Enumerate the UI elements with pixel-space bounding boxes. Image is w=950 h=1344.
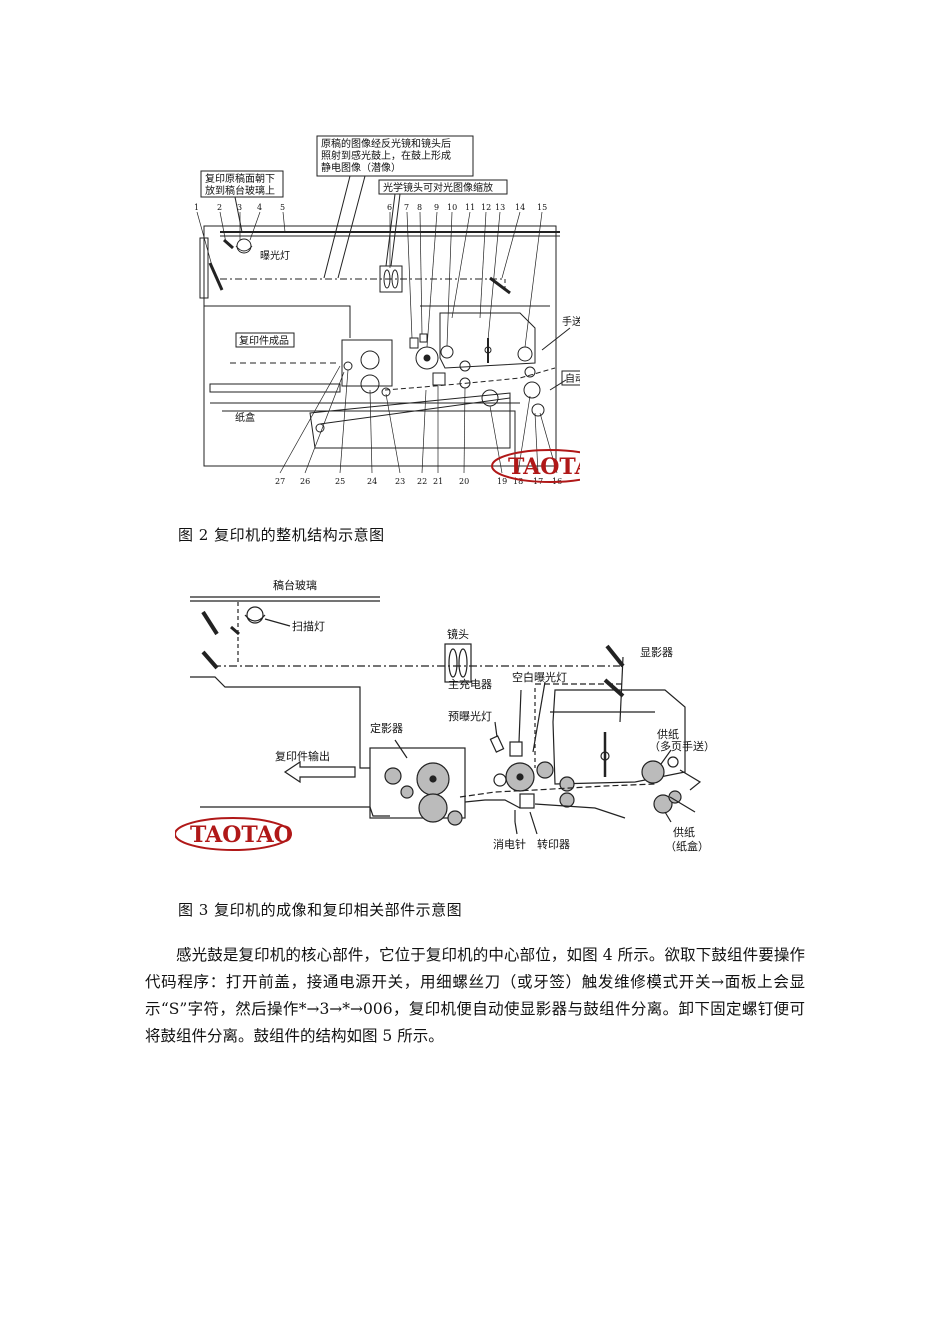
- part-number: 3: [237, 203, 242, 212]
- part-number: 6: [387, 203, 392, 212]
- label-paper-feed-multi-1: 供纸: [657, 727, 679, 741]
- part-number: 11: [465, 203, 475, 212]
- part-number: 25: [335, 477, 345, 486]
- callout-image-line1: 原稿的图像经反光镜和镜头后: [321, 137, 451, 150]
- imaging-components-diagram: 稿台玻璃 扫描灯 镜头 显影器 空白曝光灯 主充电器 预曝光灯 定影器 复印件输…: [175, 578, 715, 853]
- label-paper-feed-multi-2: （多页手送）: [649, 739, 715, 753]
- bottom-part-numbers: 27 26 25 24 23 22 21 20 19 18 17 16: [275, 477, 562, 486]
- part-number: 21: [433, 477, 443, 486]
- label-pre-exposure-lamp: 预曝光灯: [448, 709, 492, 723]
- part-number: 27: [275, 477, 285, 486]
- svg-text:TAOTAO: TAOTAO: [508, 454, 580, 480]
- part-number: 5: [280, 203, 285, 212]
- taotao-watermark-logo: TAOTAO: [491, 449, 580, 483]
- part-number: 22: [417, 477, 427, 486]
- part-number: 10: [447, 203, 457, 212]
- label-copy-out: 复印件输出: [275, 749, 330, 763]
- label-discharge-needle: 消电针: [493, 837, 526, 851]
- label-transfer: 转印器: [537, 837, 570, 851]
- part-number: 1: [194, 203, 199, 212]
- figure2-caption: 图 2 复印机的整机结构示意图: [178, 526, 385, 544]
- label-paper-feed-tray-1: 供纸: [673, 825, 695, 839]
- part-number: 20: [459, 477, 469, 486]
- part-number: 8: [417, 203, 422, 212]
- part-number: 18: [513, 477, 523, 486]
- auto-feed-label-box: 自动输纸: [561, 370, 580, 386]
- label-paper-feed-tray-2: （纸盒）: [665, 839, 709, 853]
- svg-text:TAOTAO: TAOTAO: [190, 822, 293, 848]
- label-paper-tray: 纸盒: [235, 411, 255, 424]
- body-paragraph: 感光鼓是复印机的核心部件，它位于复印机的中心部位，如图 4 所示。欲取下鼓组件要…: [145, 946, 805, 1045]
- label-platen-glass: 稿台玻璃: [273, 578, 317, 592]
- part-number: 19: [497, 477, 507, 486]
- label-blank-lamp: 空白曝光灯: [512, 670, 567, 684]
- label-main-charger: 主充电器: [448, 677, 492, 691]
- top-part-numbers: 1 2 3 4 5 6 7 8 9 10 11 12 13 14 15: [194, 203, 547, 212]
- copier-structure-diagram: 复印原稿面朝下 放到稿台玻璃上 原稿的图像经反光镜和镜头后 照射到感光鼓上，在鼓…: [194, 135, 580, 486]
- figure3-caption: 图 3 复印机的成像和复印相关部件示意图: [178, 901, 463, 919]
- callout-image-line2: 照射到感光鼓上，在鼓上形成: [321, 149, 451, 162]
- part-number: 2: [217, 203, 222, 212]
- callout-original-line2: 放到稿台玻璃上: [205, 184, 275, 197]
- label-auto-feed: 自动输纸: [565, 372, 580, 385]
- label-copy-output: 复印件成品: [239, 334, 289, 347]
- copy-output-label-box: 复印件成品: [235, 332, 295, 348]
- part-number: 9: [434, 203, 439, 212]
- part-number: 26: [300, 477, 310, 486]
- part-number: 15: [537, 203, 547, 212]
- part-number: 23: [395, 477, 405, 486]
- label-exposure-lamp: 曝光灯: [260, 249, 290, 262]
- part-number: 24: [367, 477, 377, 486]
- part-number: 12: [481, 203, 491, 212]
- label-manual-feed: 手送纸: [562, 315, 580, 328]
- callout-original-line1: 复印原稿面朝下: [205, 172, 275, 185]
- part-number: 4: [257, 203, 262, 212]
- label-scan-lamp: 扫描灯: [292, 619, 325, 633]
- label-fuser: 定影器: [370, 721, 403, 735]
- part-number: 7: [404, 203, 409, 212]
- part-number: 14: [515, 203, 525, 212]
- taotao-watermark-logo: TAOTAO: [175, 817, 293, 851]
- callout-lens-zoom: 光学镜头可对光图像缩放: [383, 181, 493, 194]
- label-lens: 镜头: [447, 627, 469, 641]
- label-developer: 显影器: [640, 646, 673, 659]
- callout-image-line3: 静电图像（潜像）: [321, 161, 401, 174]
- part-number: 13: [495, 203, 505, 212]
